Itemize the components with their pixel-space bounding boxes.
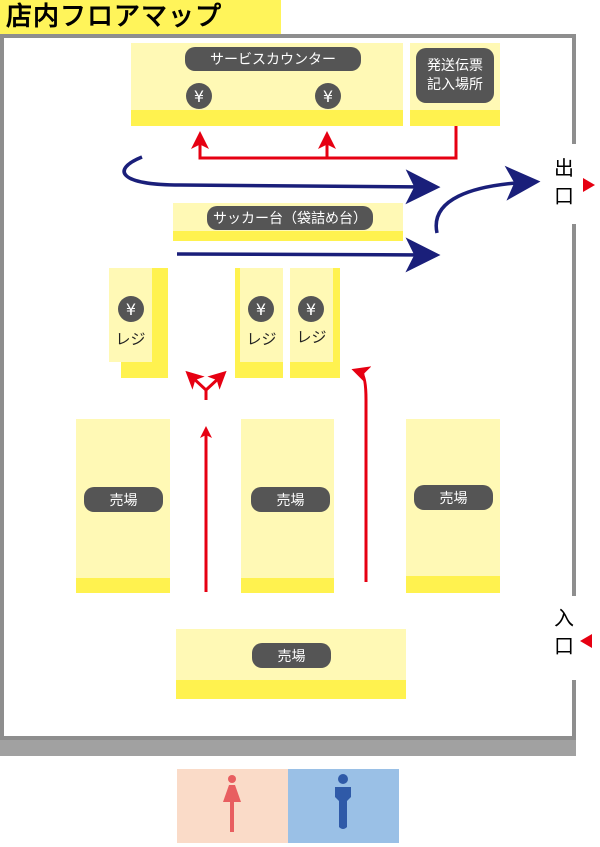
wall-right-upper xyxy=(572,34,576,144)
yen-icon: ¥ xyxy=(315,83,341,109)
shipping-slip-line1: 発送伝票 xyxy=(427,57,483,74)
route-red-split-right xyxy=(204,370,227,392)
female-icon xyxy=(223,775,241,832)
route-red-split-left xyxy=(185,370,208,400)
wall-right-lower xyxy=(572,680,576,738)
exit-char-1: 出 xyxy=(554,156,574,180)
entrance-char-1: 入 xyxy=(554,606,574,630)
yen-icon: ¥ xyxy=(248,296,274,322)
entrance-arrow-icon xyxy=(580,634,592,648)
packing-table-strip xyxy=(173,231,403,241)
sales-floor-2-strip xyxy=(241,578,334,593)
entrance-label[interactable]: 入 口 xyxy=(554,604,574,660)
title-bar xyxy=(0,0,281,34)
sales-floor-3-label: 売場 xyxy=(414,485,493,510)
wall-right-middle xyxy=(572,224,576,596)
register-2-label: レジ xyxy=(246,330,277,348)
yen-icon: ¥ xyxy=(298,296,324,322)
shipping-slip-label: 発送伝票 記入場所 xyxy=(416,48,494,103)
womens-restroom[interactable] xyxy=(177,769,288,843)
service-counter-strip xyxy=(131,110,403,126)
mens-restroom[interactable] xyxy=(288,769,399,843)
register-3-label: レジ xyxy=(296,328,327,346)
exit-char-2: 口 xyxy=(554,184,574,208)
sales-floor-4-strip xyxy=(176,680,406,699)
yen-icon: ¥ xyxy=(186,83,212,109)
sales-floor-2-label: 売場 xyxy=(251,487,330,512)
yen-icon: ¥ xyxy=(118,296,144,322)
wall-bottom xyxy=(0,736,576,740)
sales-floor-4-label: 売場 xyxy=(252,643,331,668)
packing-table-label: サッカー台（袋詰め台） xyxy=(207,206,373,230)
sales-floor-1-strip xyxy=(76,578,170,593)
page-title: 店内フロアマップ xyxy=(6,2,223,32)
male-icon xyxy=(335,774,351,829)
exit-label[interactable]: 出 口 xyxy=(554,154,574,210)
shipping-slip-strip xyxy=(410,110,500,126)
register-1-label: レジ xyxy=(115,330,146,348)
sales-floor-3-strip xyxy=(406,576,500,593)
wall-left xyxy=(0,34,4,738)
route-red-right xyxy=(351,366,372,582)
sales-floor-1-label: 売場 xyxy=(84,487,163,512)
shipping-slip-line2: 記入場所 xyxy=(427,76,483,93)
wall-top xyxy=(0,34,576,38)
route-blue-exit xyxy=(434,165,541,234)
floor-band xyxy=(0,740,576,756)
exit-arrow-icon xyxy=(583,178,595,192)
service-counter-label: サービスカウンター xyxy=(185,47,361,71)
route-blue-bottom xyxy=(176,237,441,273)
route-blue-top xyxy=(122,155,441,205)
entrance-char-2: 口 xyxy=(554,634,574,658)
route-slip-to-counter xyxy=(191,126,458,160)
